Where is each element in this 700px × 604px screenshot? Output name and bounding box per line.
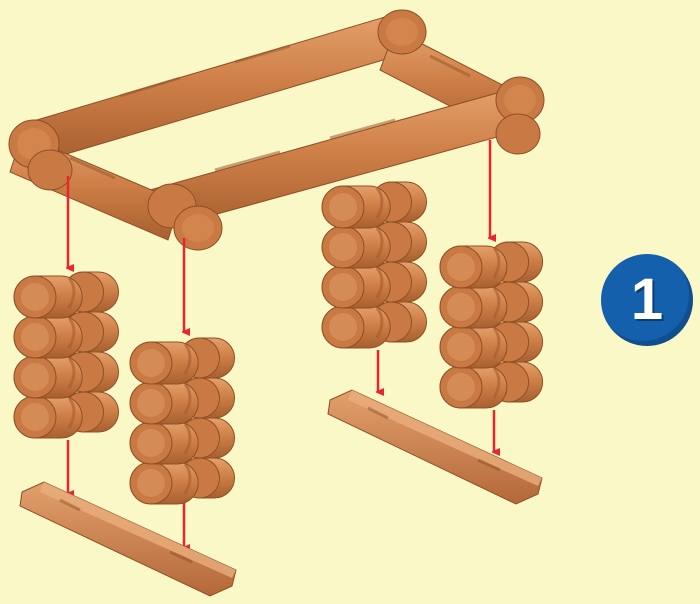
stack-log (322, 302, 427, 348)
stack-log (130, 418, 235, 464)
stack-log (130, 378, 235, 424)
log-stack-a (14, 272, 119, 438)
stack-log (14, 272, 119, 318)
stack-log (130, 338, 235, 384)
stack-log (130, 458, 235, 504)
stack-log (440, 362, 543, 408)
stack-log (14, 392, 119, 438)
log-stack-c (322, 182, 427, 348)
log-stack-d (440, 242, 543, 408)
stack-log (322, 182, 427, 228)
log-stack-b (130, 338, 235, 504)
stack-log (14, 352, 119, 398)
stack-log (322, 262, 427, 308)
base-rail (20, 482, 236, 596)
base-rail (328, 390, 542, 504)
stack-log (322, 222, 427, 268)
stack-log (14, 312, 119, 358)
step-number-badge: 1 (601, 254, 693, 346)
stack-log (440, 282, 543, 328)
step-number: 1 (631, 271, 663, 329)
stack-log (440, 242, 543, 288)
log-frame (9, 10, 544, 250)
stack-log (440, 322, 543, 368)
